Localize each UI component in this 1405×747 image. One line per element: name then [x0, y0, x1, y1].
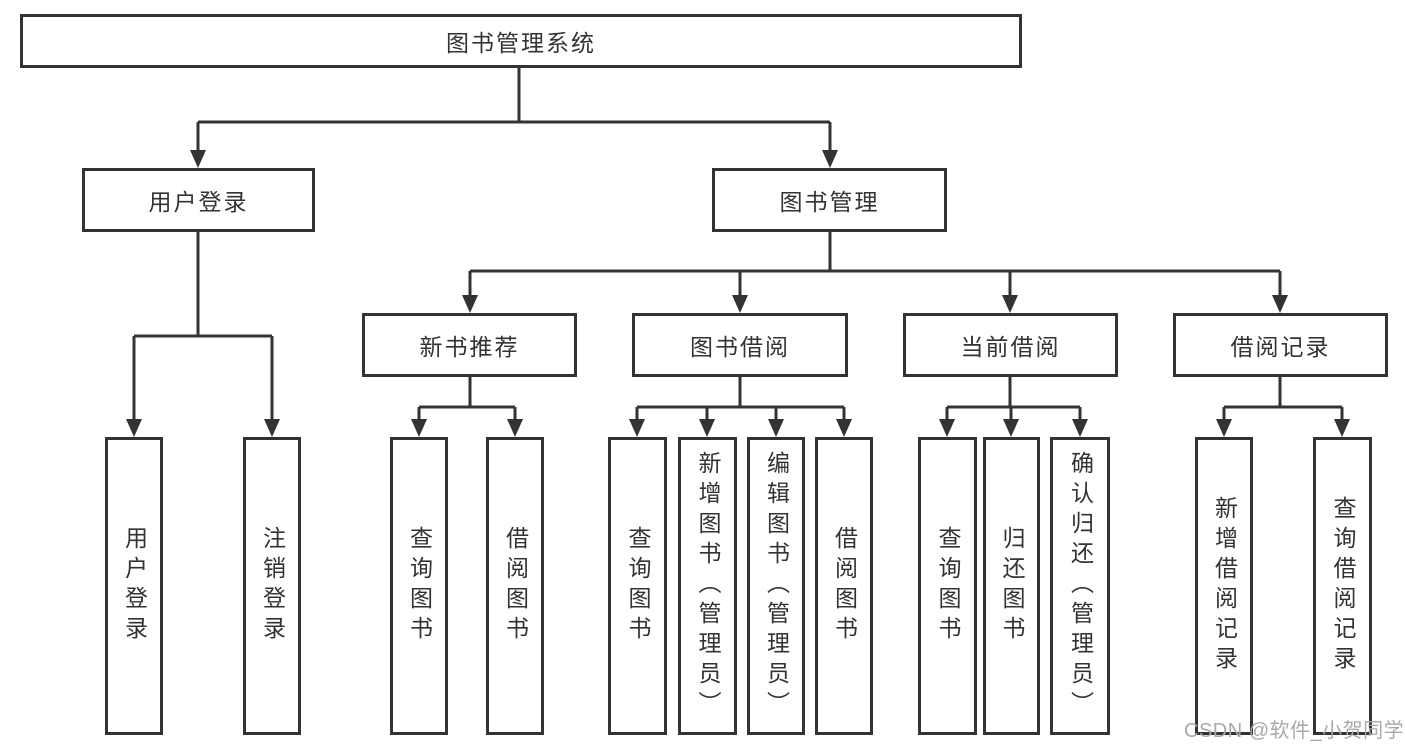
node-book-management: 图书管理	[712, 168, 947, 232]
leaf-return-books: 归还图书	[983, 437, 1040, 735]
node-user-login: 用户登录	[82, 168, 315, 232]
csdn-watermark: CSDN @软件_小贺同学	[1184, 720, 1405, 742]
node-borrow-records: 借阅记录	[1173, 313, 1388, 377]
leaf-edit-books-admin: 编辑图书（管理员）	[747, 437, 805, 735]
node-book-borrow: 图书借阅	[632, 313, 848, 377]
leaf-user-login-action: 用户登录	[105, 437, 163, 735]
leaf-query-books-current: 查询图书	[918, 437, 977, 735]
leaf-borrow-books-recommend: 借阅图书	[486, 437, 544, 735]
leaf-query-books-recommend: 查询图书	[390, 437, 448, 735]
leaf-borrow-books-borrow: 借阅图书	[815, 437, 873, 735]
node-current-borrow: 当前借阅	[903, 313, 1118, 377]
leaf-query-books-borrow: 查询图书	[608, 437, 667, 735]
leaf-query-borrow-record: 查询借阅记录	[1313, 437, 1372, 735]
node-root: 图书管理系统	[20, 14, 1022, 68]
leaf-logout-action: 注销登录	[243, 437, 301, 735]
leaf-add-borrow-record: 新增借阅记录	[1195, 437, 1253, 735]
leaf-add-books-admin: 新增图书（管理员）	[678, 437, 737, 735]
node-new-book-recommend: 新书推荐	[362, 313, 577, 377]
leaf-confirm-return-admin: 确认归还（管理员）	[1050, 437, 1110, 735]
